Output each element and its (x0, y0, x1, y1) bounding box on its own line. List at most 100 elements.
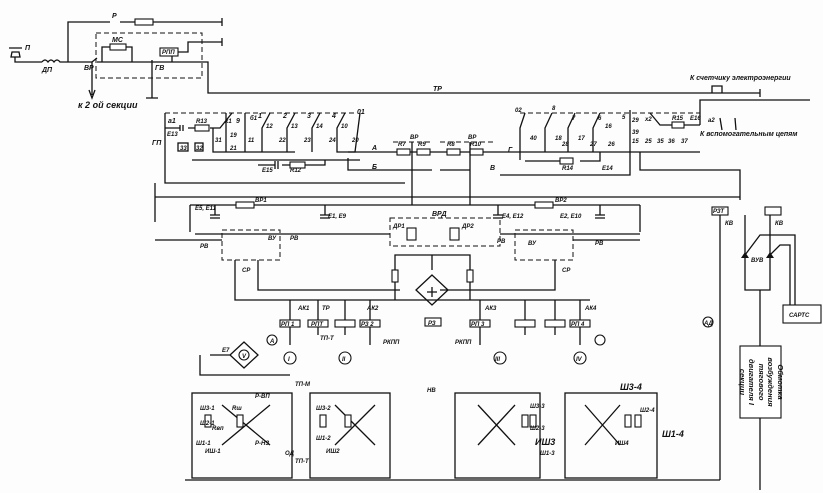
ru4-label: РП 4 (571, 322, 585, 328)
sr1-label: СР (242, 268, 251, 274)
rz-label: РЗ (428, 321, 436, 327)
sh2-4-label: Ш2-4 (640, 408, 655, 414)
sh3-2-label: Ш3-2 (316, 406, 331, 412)
n10-label: 10 (341, 124, 348, 130)
n27-label: 27 (589, 142, 597, 148)
tr-relay-label: ТР (322, 306, 331, 312)
b1-label: б1 (250, 115, 258, 122)
ish2-label: ИШ2 (326, 449, 340, 455)
vuv-label: ВУВ (751, 258, 764, 264)
vr1-label: ВР (410, 135, 419, 141)
n4-label: 4 (331, 113, 336, 120)
sh1-1-label: Ш1-1 (196, 441, 211, 447)
sh3-3-label: Ш3-3 (530, 404, 545, 410)
ammeter-icon: A (269, 339, 274, 345)
right-side: ВУВ САРТС АД (703, 234, 822, 490)
vu2-label: ВУ (528, 241, 537, 247)
v-label: В (490, 165, 495, 172)
ak2-label: АК2 (366, 306, 379, 312)
rv2-label: РВ (290, 236, 299, 242)
n14-label: 14 (316, 124, 323, 130)
n26-label: 26 (607, 142, 615, 148)
kv-label: КВ (725, 221, 734, 227)
n24-label: 24 (328, 138, 336, 144)
vu1-label: ВУ (268, 236, 277, 242)
od-label: ОД (285, 451, 295, 457)
motor-4-icon: IV (576, 357, 583, 363)
motor-relays: АК1 АК2 АК3 АК4 ТР РП 1 РЗ 2 РП 3 РП 4 Р… (199, 206, 784, 480)
n15-label: 15 (632, 139, 639, 145)
n13-label: 13 (291, 124, 298, 130)
field-circuits: ТП-М ТП-Т Р-ВП Р-НЗ ОД Ш1-1 Ш2-1 Ш3-1 ИШ… (185, 382, 720, 481)
sr2-label: СР (562, 268, 571, 274)
gv-label: ГВ (155, 65, 164, 72)
rv3-label: РВ (497, 239, 506, 245)
a2-label: а2 (708, 118, 715, 124)
vr-b-label: ВР2 (555, 198, 567, 204)
r8-label: R8 (447, 142, 455, 148)
n6-label: 6 (598, 116, 602, 122)
n16-label: 16 (605, 124, 612, 130)
r13-label: R13 (196, 119, 208, 125)
e13-label: Е13 (167, 132, 178, 138)
sh2-3-label: Ш2-3 (530, 426, 545, 432)
vr-a-label: ВР1 (255, 198, 267, 204)
sh3-4-label: Ш3-4 (620, 382, 642, 392)
rectifier-section: Е5, Е11 Е1, Е9 Е4, Е12 Е2, Е10 ВР1 ВР2 В… (154, 183, 740, 327)
n1-label: 1 (258, 113, 262, 120)
sh1-4-label: Ш1-4 (662, 429, 684, 439)
e5-e11-label: Е5, Е11 (195, 206, 217, 212)
group-switch-left: ГП а1 Е13 R13 х1 9 б1 01 33 32 31 19 21 … (152, 109, 405, 184)
n19-label: 19 (230, 133, 237, 139)
n37-label: 37 (681, 139, 688, 145)
x2-label: х2 (644, 117, 652, 123)
group-switch-right: 02 8 7 6 5 х2 R15 Е16 а2 К вспомогательн… (495, 99, 810, 200)
tp-t-bottom-label: ТП-Т (295, 459, 310, 465)
sarts-block: САРТС (789, 313, 810, 319)
excitation-winding-box (739, 345, 782, 419)
vr-label: ВР (84, 65, 94, 72)
r9-label: R9 (418, 142, 426, 148)
ru2-label: РЗ 2 (361, 322, 374, 328)
ish3-label: ИШ3 (535, 437, 555, 447)
e14-label: Е14 (602, 166, 613, 172)
n35-label: 35 (657, 139, 664, 145)
to-second-section-label: к 2 ой секции (78, 100, 138, 110)
sh3-1-label: Ш3-1 (200, 406, 215, 412)
ak1-label: АК1 (297, 306, 310, 312)
n28-label: 28 (561, 142, 569, 148)
r14-label: R14 (562, 166, 574, 172)
n23-label: 23 (303, 138, 311, 144)
tr-label: ТР (433, 86, 442, 93)
ru3-label: РП 3 (471, 322, 485, 328)
tp-m-label: ТП-М (295, 382, 311, 388)
meter-label: К счетчику электроэнергии (690, 75, 791, 82)
n18-label: 18 (555, 136, 562, 142)
e1-e9-label: Е1, Е9 (328, 214, 347, 220)
e15-label: Е15 (262, 168, 273, 174)
nv-label: НВ (427, 388, 436, 394)
n36-label: 36 (668, 139, 675, 145)
rkpp2-label: РКПП (455, 340, 472, 346)
n22-label: 22 (278, 138, 286, 144)
voltmeter-icon: V (242, 354, 247, 360)
motor-3-icon: III (495, 357, 500, 363)
o1-label: 01 (357, 109, 365, 116)
ru1-label: РП 1 (281, 322, 295, 328)
n7-label: 7 (572, 116, 576, 122)
aux-circuits-label: К вспомогательным цепям (700, 131, 798, 138)
n20-label: 20 (351, 138, 359, 144)
n32-label: 32 (196, 146, 203, 152)
n29-label: 29 (631, 118, 639, 124)
n9-label: 9 (236, 118, 240, 125)
sh1-3-label: Ш1-3 (540, 451, 555, 457)
a1-label: а1 (168, 118, 176, 125)
o2-label: 02 (515, 108, 522, 114)
pantograph-section: П ДП ВР МС РПП ГВ Р к 2 ой секции ТР К с… (9, 13, 791, 110)
pantograph-label: П (25, 45, 31, 52)
r15-label: R15 (672, 116, 684, 122)
rsh-label: Rш (232, 406, 242, 412)
dr1-label: ДР1 (392, 224, 405, 230)
r10-label: R10 (470, 142, 482, 148)
rv4-label: РВ (595, 241, 604, 247)
